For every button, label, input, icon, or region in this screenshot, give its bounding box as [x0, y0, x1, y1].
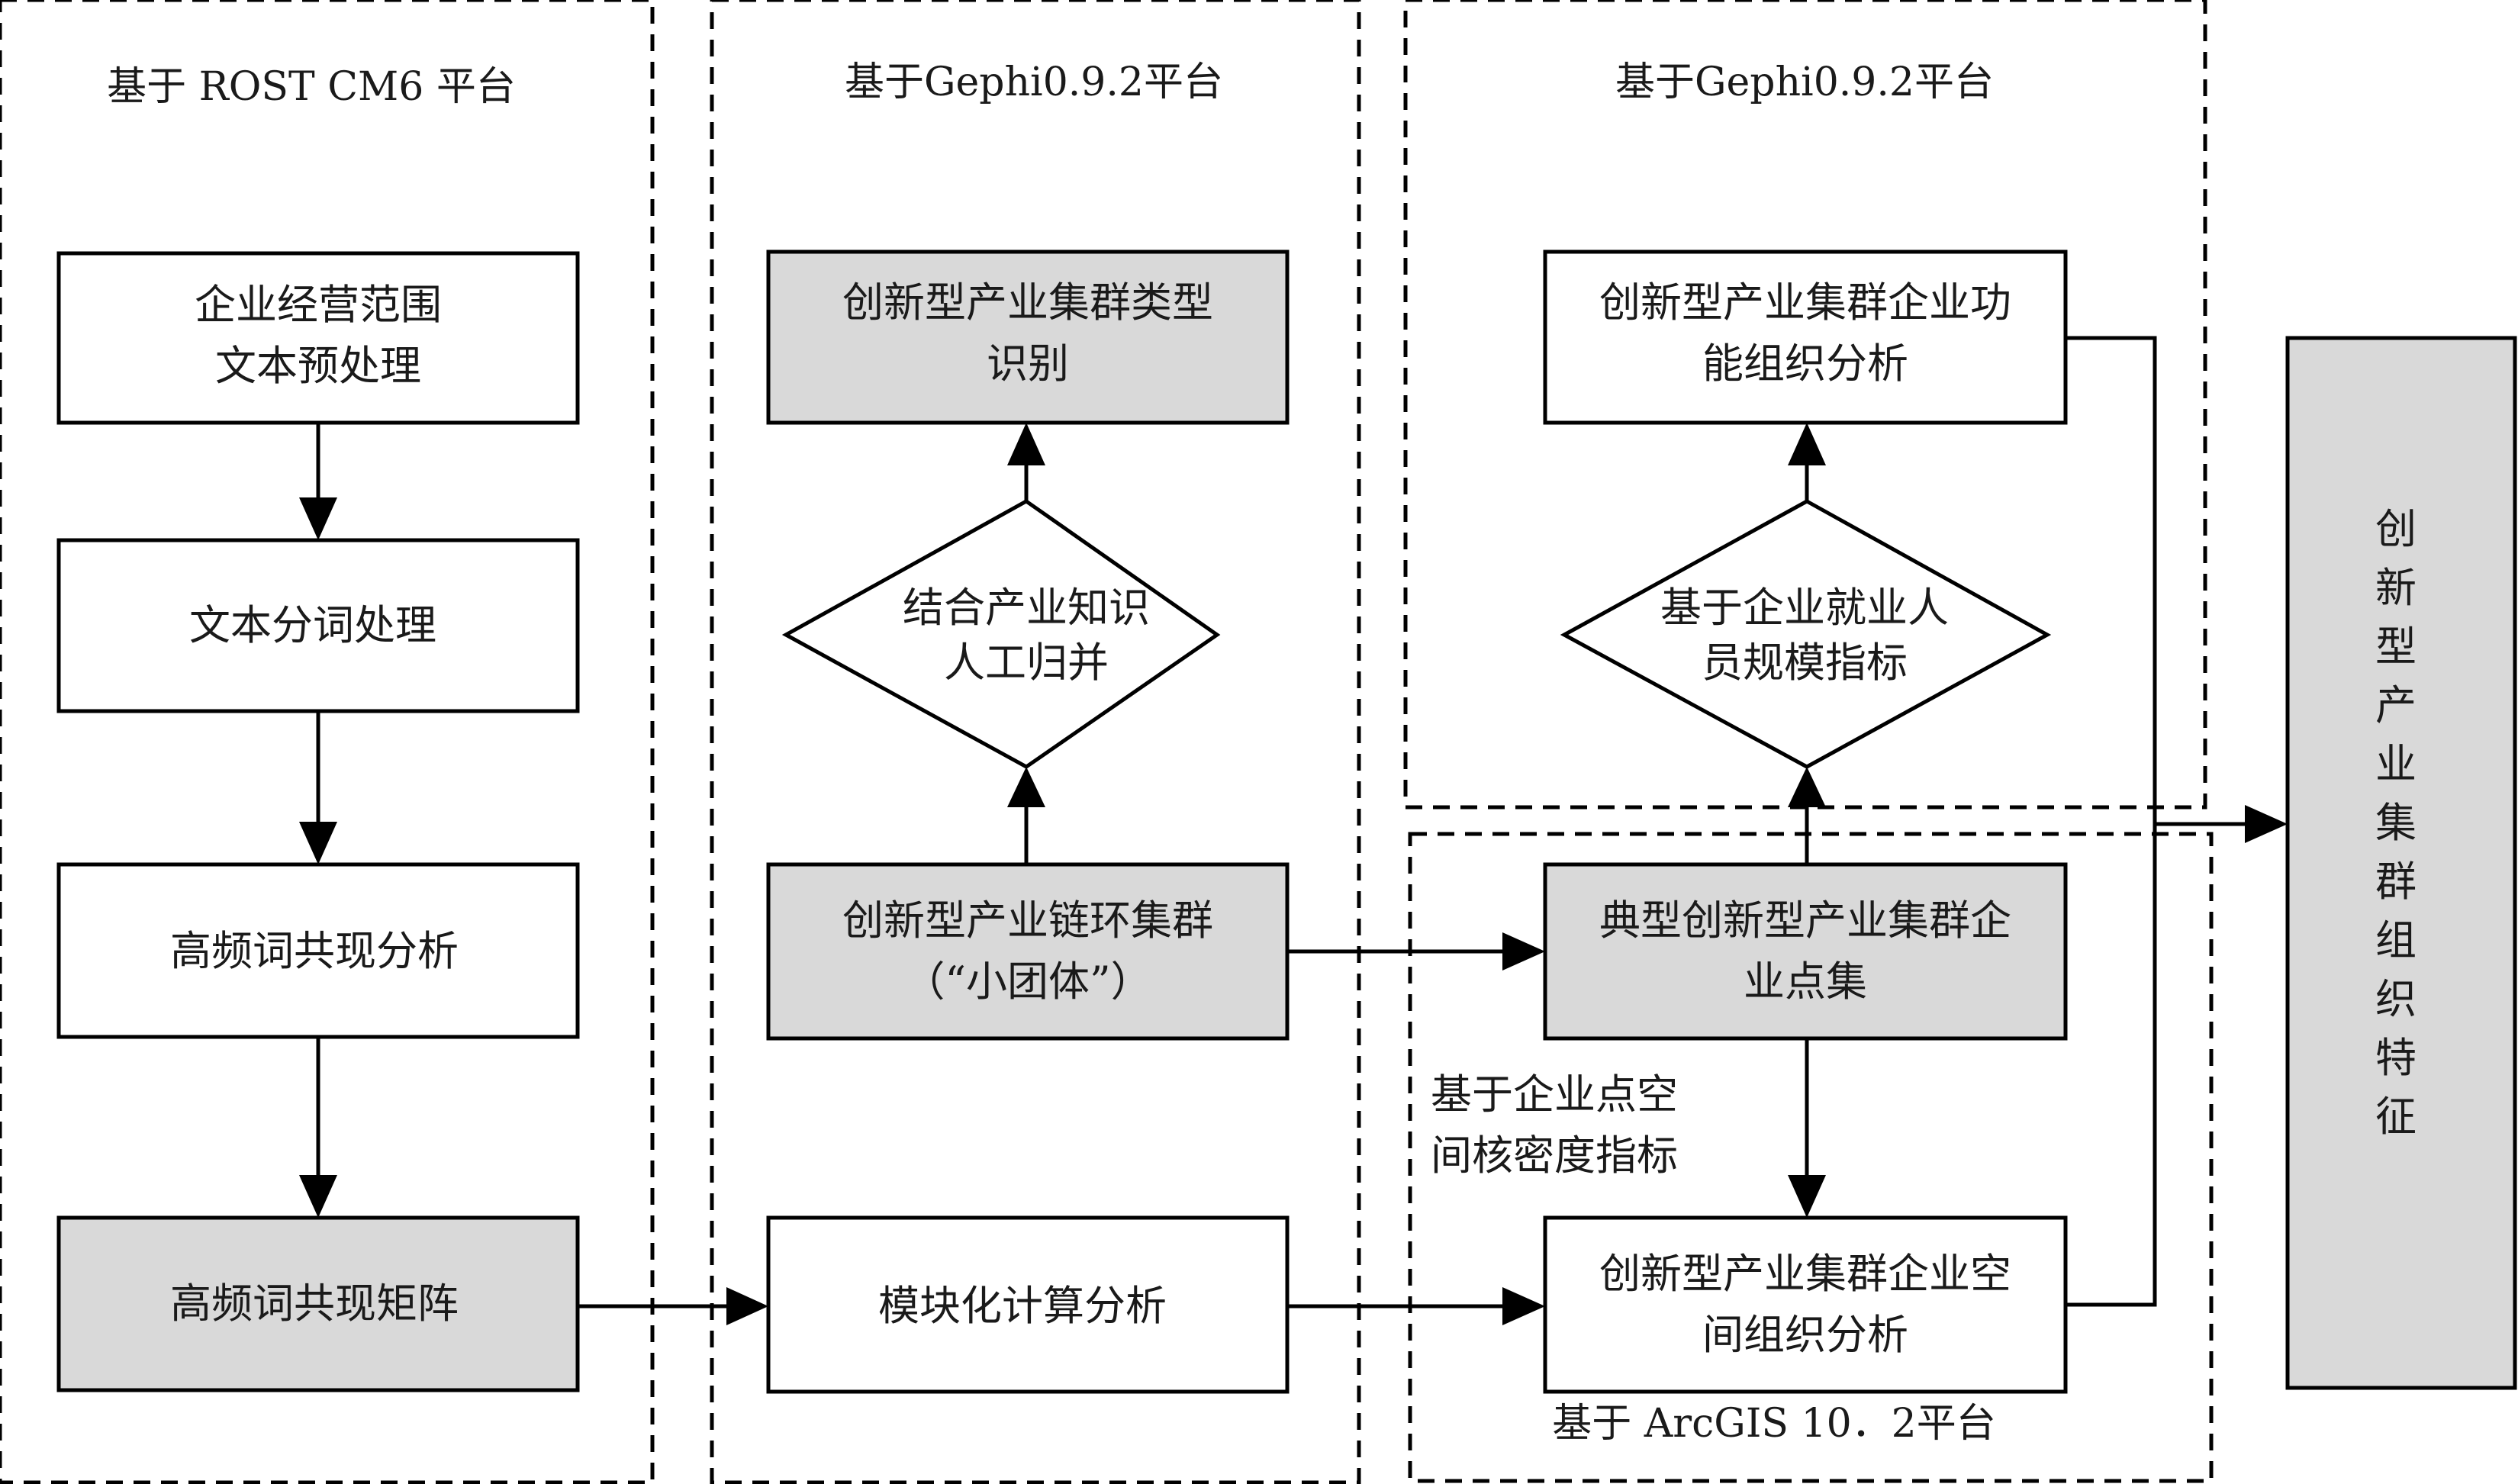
decision-employment-scale-line-1: 基于企业就业人	[1660, 584, 1949, 632]
connector-function-to-output	[2066, 336, 2157, 824]
node-organization-features-char-11: 征	[2375, 1093, 2417, 1141]
node-chain-cluster: 创新型产业链环集群 （“小团体”）	[766, 862, 1290, 1041]
node-text-preprocess: 企业经营范围 文本预处理	[56, 251, 580, 425]
node-enterprise-point-set-line-2: 业点集	[1744, 958, 1867, 1006]
node-chain-cluster-line-1: 创新型产业链环集群	[842, 897, 1213, 945]
node-spatial-organization-line-1: 创新型产业集群企业空	[1599, 1250, 2011, 1298]
node-cooccurrence-matrix: 高频词共现矩阵	[56, 1215, 580, 1392]
node-organization-features-char-2: 新	[2375, 564, 2417, 612]
arrowhead-pointset-to-spatial	[1788, 1175, 1826, 1218]
panel-rost	[0, 0, 655, 1484]
node-organization-features-char-4: 产	[2375, 681, 2417, 729]
annotation-kernel-density-line-1: 基于企业点空	[1431, 1070, 1678, 1119]
node-organization-features-char-7: 群	[2375, 858, 2417, 906]
node-organization-features-char-6: 集	[2375, 799, 2417, 847]
panel-label-gephi-1: 基于Gephi0.9.2平台	[845, 60, 1223, 105]
node-chain-cluster-line-2: （“小团体”）	[903, 958, 1151, 1006]
node-word-segmentation-label: 文本分词处理	[189, 601, 436, 649]
decision-manual-merge: 结合产业知识 人工归并	[781, 499, 1221, 769]
arrowhead-analysis-to-matrix	[299, 1175, 337, 1218]
node-functional-organization-line-1: 创新型产业集群企业功	[1599, 278, 2011, 327]
node-text-preprocess-line-1: 企业经营范围	[195, 281, 442, 329]
node-organization-features-char-1: 创	[2375, 505, 2417, 553]
node-functional-organization-line-2: 能组织分析	[1702, 340, 1908, 388]
node-enterprise-point-set: 典型创新型产业集群企 业点集	[1543, 862, 2068, 1041]
node-spatial-organization-line-2: 间组织分析	[1702, 1311, 1908, 1359]
node-organization-features-char-9: 织	[2375, 975, 2417, 1023]
annotation-kernel-density-line-2: 间核密度指标	[1431, 1132, 1678, 1180]
node-enterprise-point-set-line-1: 典型创新型产业集群企	[1599, 897, 2011, 945]
node-modularity-analysis: 模块化计算分析	[766, 1215, 1290, 1394]
connector-spatial-to-output	[2066, 824, 2157, 1307]
arrowhead-segmentation-to-analysis	[299, 822, 337, 864]
node-organization-features-char-3: 型	[2375, 623, 2417, 671]
node-text-preprocess-line-2: 文本预处理	[215, 342, 421, 390]
arrowhead-chain-to-merge	[1007, 767, 1045, 807]
node-organization-features-char-5: 业	[2375, 740, 2417, 788]
node-cluster-type-identification-line-2: 识别	[987, 340, 1069, 388]
arrowhead-modularity-to-spatial	[1502, 1287, 1545, 1325]
arrowhead-matrix-to-modularity	[726, 1287, 768, 1325]
node-organization-features-char-8: 组	[2375, 916, 2417, 964]
panel-label-gephi-2: 基于Gephi0.9.2平台	[1615, 60, 1994, 105]
arrowhead-employment-to-function	[1788, 423, 1826, 465]
node-cooccurrence-analysis: 高频词共现分析	[56, 862, 580, 1039]
node-word-segmentation: 文本分词处理	[56, 538, 580, 713]
node-cooccurrence-matrix-label: 高频词共现矩阵	[170, 1280, 459, 1328]
decision-employment-scale-line-2: 员规模指标	[1702, 639, 1908, 687]
node-organization-features: 创 新 型 产 业 集 群 组 织 特 征	[2285, 336, 2517, 1390]
arrowhead-chain-to-pointset	[1502, 932, 1545, 971]
node-cooccurrence-analysis-label: 高频词共现分析	[170, 927, 459, 975]
node-spatial-organization: 创新型产业集群企业空 间组织分析	[1543, 1215, 2068, 1394]
arrowhead-merge-to-type	[1007, 423, 1045, 465]
node-cluster-type-identification-line-1: 创新型产业集群类型	[842, 278, 1213, 327]
decision-employment-scale: 基于企业就业人 员规模指标	[1560, 499, 2052, 769]
arrowhead-merge-to-output	[2245, 805, 2288, 843]
panel-gephi-types	[710, 0, 1361, 1484]
panel-arcgis	[1408, 832, 2214, 1483]
decision-manual-merge-line-1: 结合产业知识	[903, 584, 1150, 632]
panel-label-arcgis: 基于 ArcGIS 10．2平台	[1552, 1401, 1996, 1447]
node-modularity-analysis-label: 模块化计算分析	[878, 1282, 1167, 1330]
node-cluster-type-identification: 创新型产业集群类型 识别	[766, 249, 1290, 425]
decision-manual-merge-line-2: 人工归并	[944, 639, 1109, 687]
arrowhead-pointset-to-employment	[1788, 767, 1826, 807]
panel-label-rost: 基于 ROST CM6 平台	[107, 64, 516, 110]
arrowhead-preprocess-to-segmentation	[299, 497, 337, 540]
node-functional-organization: 创新型产业集群企业功 能组织分析	[1543, 249, 2068, 425]
node-organization-features-char-10: 特	[2375, 1034, 2417, 1082]
